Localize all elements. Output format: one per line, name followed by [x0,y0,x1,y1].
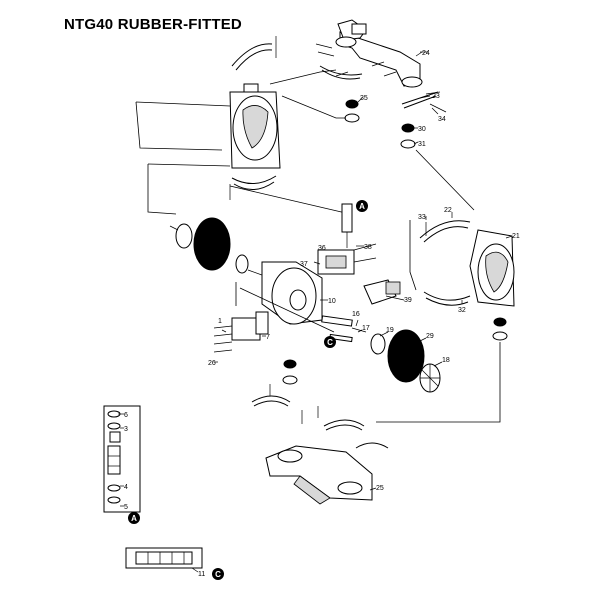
part-label-39: 39 [404,297,412,304]
discharge-manifold [335,19,428,88]
diagram-title: NTG40 RUBBER-FITTED [64,16,242,33]
part-label-31: 31 [418,141,426,148]
part-label-19: 19 [386,327,394,334]
inset-c-shaft [125,547,203,569]
part-label-23: 23 [432,93,440,100]
part-label-33: 33 [418,214,426,221]
part-label-10: 10 [328,298,336,305]
callout-a-top-label: A [359,202,365,211]
part-label-32: 32 [458,307,466,314]
part-label-11: 11 [198,571,205,578]
part-label-25: 25 [376,485,384,492]
part-label-1: 1 [218,318,222,325]
callout-a-inset: A [128,512,140,524]
callout-a-inset-label: A [131,514,137,523]
routing-lines-right [235,220,501,423]
part-label-17: 17 [362,325,370,332]
part-label-37: 37 [300,261,308,268]
part-label-6: 6 [124,412,128,419]
part-label-4: 4 [124,484,128,491]
air-valve-block [213,311,269,353]
part-label-22: 22 [444,207,452,214]
callout-c-inset-label: C [215,570,221,579]
left-upper-clamp-assembly [229,36,281,200]
left-diaphragm-group [169,217,271,279]
lower-check-valves [282,359,298,385]
callout-c-inset: C [212,568,224,580]
upper-check-valves [344,99,416,149]
part-label-16: 16 [352,311,360,318]
part-number-labels: 24 23 34 35 30 31 22 33 21 32 36 38 37 1… [124,50,520,578]
callout-c-middle-label: C [327,338,333,347]
part-label-26: 26 [208,360,216,367]
part-label-29: 29 [426,333,434,340]
right-outer-housing [419,220,515,341]
part-label-21: 21 [512,233,520,240]
inlet-manifold [251,384,389,505]
part-label-24: 24 [422,50,430,57]
inset-a-pilot-spool [103,405,141,513]
part-label-36: 36 [318,245,326,252]
part-label-7: 7 [266,334,270,341]
callout-c-middle: C [324,336,336,348]
shaft-and-pilot [321,315,367,343]
part-label-3: 3 [124,426,128,433]
part-label-30: 30 [418,126,426,133]
part-label-38: 38 [364,244,372,251]
part-label-18: 18 [442,357,450,364]
part-label-35: 35 [360,95,368,102]
routing-lines-upper [135,69,475,215]
center-section [261,203,401,325]
part-label-34: 34 [438,116,446,123]
callout-a-top: A [356,200,368,212]
part-label-5: 5 [124,504,128,511]
leader-lines [118,51,513,573]
right-diaphragm-group [370,329,441,393]
